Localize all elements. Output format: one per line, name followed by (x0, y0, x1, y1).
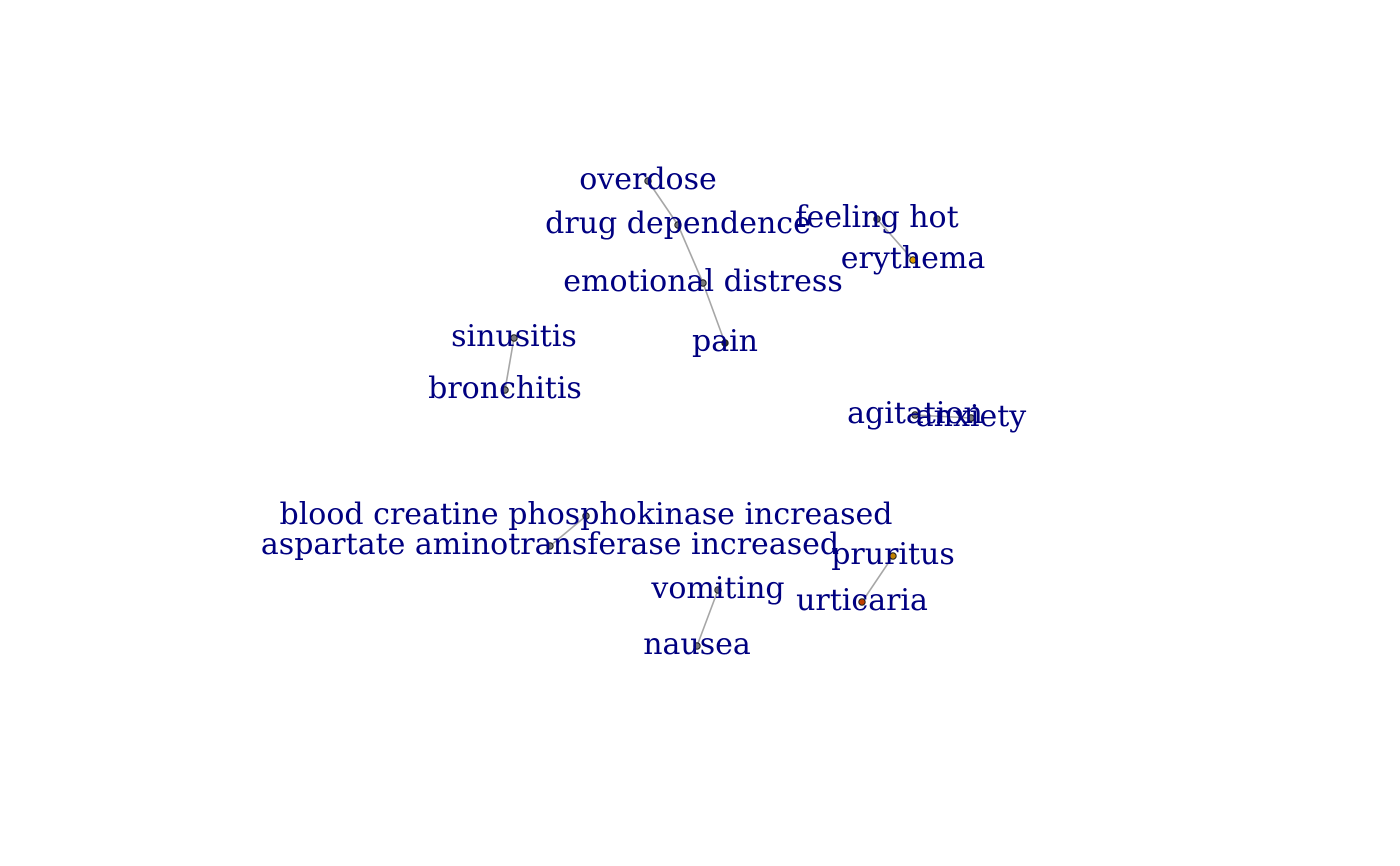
edge-blood_cpk-ast (549, 515, 587, 547)
node-ast (546, 542, 554, 550)
node-erythema (909, 256, 917, 264)
node-anxiety (967, 414, 975, 422)
edge-feeling_hot-erythema (876, 218, 914, 261)
node-agitation (911, 411, 919, 419)
edge-vomiting-nausea (696, 589, 719, 647)
node-label-bronchitis: bronchitis (428, 371, 582, 406)
node-label-pruritus: pruritus (831, 537, 955, 572)
node-overdose (644, 177, 652, 185)
node-label-blood_cpk: blood creatine phosphokinase increased (280, 497, 893, 532)
node-emotional_distress (699, 279, 707, 287)
edge-agitation-anxiety (914, 414, 972, 419)
edge-layer (504, 180, 972, 647)
node-pruritus (889, 552, 897, 560)
node-nausea (693, 642, 701, 650)
edge-overdose-drug_dependence (647, 180, 679, 226)
node-label-drug_dependence: drug dependence (545, 206, 811, 241)
node-pain (721, 339, 729, 347)
label-layer: overdose drug dependence emotional distres… (261, 162, 1026, 662)
node-label-urticaria: urticaria (796, 583, 928, 618)
node-label-pain: pain (692, 324, 758, 359)
edge-pruritus-urticaria (861, 555, 894, 603)
node-label-ast: aspartate aminotransferase increased (261, 527, 839, 562)
node-layer (501, 177, 975, 650)
node-urticaria (858, 598, 866, 606)
node-blood_cpk (582, 512, 590, 520)
node-feeling_hot (873, 215, 881, 223)
node-label-sinusitis: sinusitis (451, 319, 577, 354)
node-label-feeling_hot: feeling hot (795, 200, 958, 235)
edge-sinusitis-bronchitis (504, 337, 515, 391)
node-label-emotional_distress: emotional distress (563, 264, 842, 299)
node-label-erythema: erythema (841, 241, 986, 276)
node-label-vomiting: vomiting (650, 571, 784, 606)
node-label-nausea: nausea (643, 627, 751, 662)
node-vomiting (714, 586, 722, 594)
node-label-anxiety: anxiety (916, 399, 1027, 434)
node-label-overdose: overdose (579, 162, 717, 197)
edge-drug_dependence-emotional_distress (677, 224, 704, 284)
node-sinusitis (510, 334, 518, 342)
node-bronchitis (501, 386, 509, 394)
node-label-agitation: agitation (847, 396, 983, 431)
edge-emotional_distress-pain (702, 282, 726, 344)
node-drug_dependence (674, 221, 682, 229)
